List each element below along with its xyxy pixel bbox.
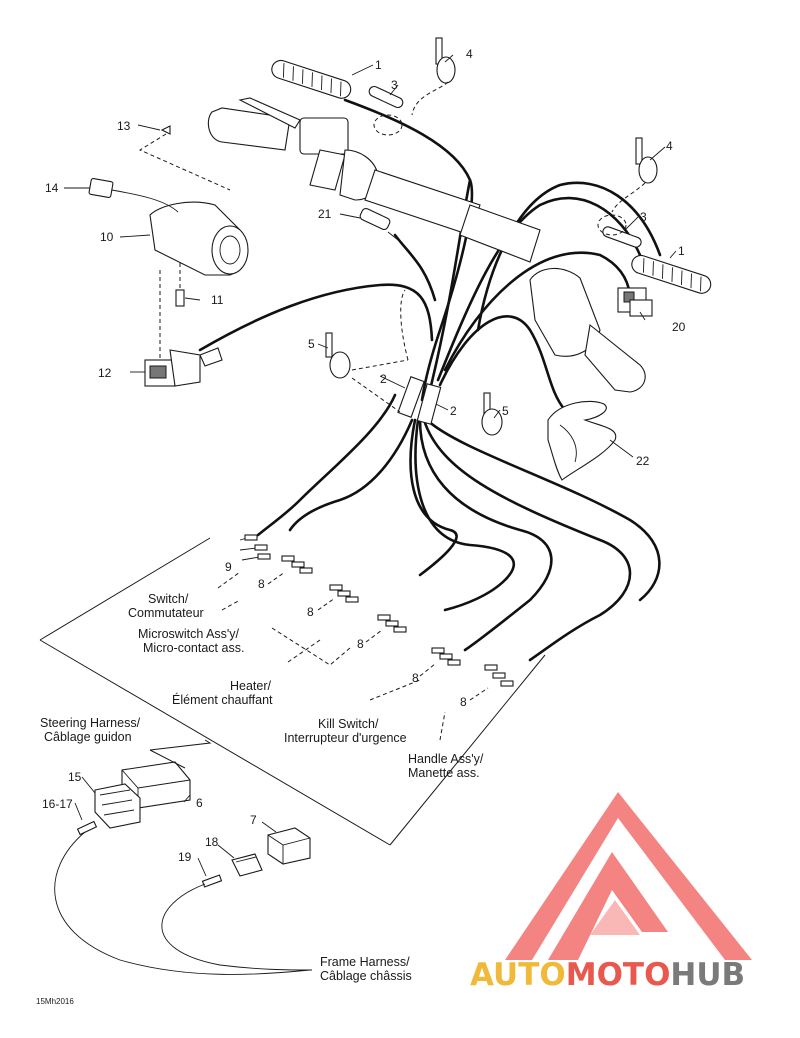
switch-housing (149, 201, 249, 276)
terminal-group-8c (377, 614, 407, 633)
connector-15 (94, 783, 141, 829)
terminal-group-8e (484, 664, 514, 687)
watermark-text-moto: MOTO (566, 957, 671, 993)
callout-4-right: 4 (666, 139, 673, 153)
callout-22: 22 (636, 454, 650, 468)
cable-tie-lower (481, 392, 503, 436)
callout-8c: 8 (357, 637, 364, 651)
right-handlebar (459, 204, 646, 393)
cable-tie-top (411, 37, 456, 116)
label-killswitch-en: Kill Switch/ (318, 717, 379, 731)
rocker-switch (144, 268, 223, 387)
label-steering-en: Steering Harness/ (40, 716, 141, 730)
label-handle-fr: Manette ass. (408, 766, 480, 780)
callout-10: 10 (100, 230, 114, 244)
terminal-group-8b (329, 584, 359, 603)
sleeve-right (597, 214, 642, 248)
callout-6: 6 (196, 796, 203, 810)
cable-tie-right (611, 137, 658, 213)
callout-18: 18 (205, 835, 219, 849)
callout-19: 19 (178, 850, 192, 864)
callout-1-right: 1 (678, 244, 685, 258)
callout-4-top: 4 (466, 47, 473, 61)
callout-5-right: 5 (502, 404, 509, 418)
callout-15: 15 (68, 770, 82, 784)
callout-14: 14 (45, 181, 59, 195)
grip-heater-right (631, 254, 712, 294)
label-handle-en: Handle Ass'y/ (408, 752, 484, 766)
label-heater-en: Heater/ (230, 679, 272, 693)
callout-8b: 8 (307, 605, 314, 619)
screw-11 (175, 262, 185, 307)
throttle-lever (547, 400, 617, 481)
callout-13: 13 (117, 119, 131, 133)
label-frame-fr: Câblage châssis (320, 969, 412, 983)
label-steering-fr: Câblage guidon (44, 730, 132, 744)
label-frame-en: Frame Harness/ (320, 955, 410, 969)
callout-5-left: 5 (308, 337, 315, 351)
terminal-19 (201, 874, 223, 888)
callout-2-left: 2 (380, 372, 387, 386)
sleeve-top (368, 85, 404, 136)
heater-element (359, 207, 399, 241)
screw-13 (138, 125, 231, 191)
callout-16-17: 16-17 (42, 797, 73, 811)
callout-12: 12 (98, 366, 112, 380)
callout-3-right: 3 (640, 210, 647, 224)
callout-8a: 8 (258, 577, 265, 591)
cable-tie-left (325, 332, 351, 379)
connector-7 (267, 827, 311, 865)
label-heater-fr: Élément chauffant (172, 692, 273, 707)
callout-leaders (64, 54, 677, 741)
label-plate (88, 177, 179, 213)
harness-sheath (397, 376, 442, 425)
terminal-group-9 (239, 534, 271, 561)
connector-18 (231, 853, 263, 877)
watermark-triangle-icon (505, 792, 752, 960)
callout-20: 20 (672, 320, 686, 334)
watermark-logo (505, 792, 752, 960)
callout-1-top: 1 (375, 58, 382, 72)
label-killswitch-fr: Interrupteur d'urgence (284, 731, 407, 745)
callout-9: 9 (225, 560, 232, 574)
callout-3-top: 3 (391, 78, 398, 92)
harness-wires (198, 98, 662, 662)
label-microswitch-en: Microswitch Ass'y/ (138, 627, 240, 641)
callout-11: 11 (211, 293, 224, 307)
callout-8d: 8 (412, 671, 419, 685)
grip-heater-top (271, 59, 352, 99)
terminal-16-17 (76, 820, 98, 836)
figure-code: 15Mh2016 (36, 997, 74, 1006)
callout-8e: 8 (460, 695, 467, 709)
label-switch-fr: Commutateur (128, 606, 204, 620)
watermark-inner-icon (548, 852, 668, 960)
terminal-group-8d (431, 647, 461, 666)
watermark-text: AUTOMOTOHUB (470, 957, 745, 993)
callout-7: 7 (250, 813, 257, 827)
callout-21: 21 (318, 207, 332, 221)
handle-switch (617, 287, 653, 317)
terminal-group-8a (281, 555, 313, 574)
callout-2-right: 2 (450, 404, 457, 418)
label-microswitch-fr: Micro-contact ass. (143, 641, 244, 655)
watermark-text-hub: HUB (670, 957, 745, 993)
watermark-text-auto: AUTO (470, 957, 566, 993)
label-switch-en: Switch/ (148, 592, 189, 606)
